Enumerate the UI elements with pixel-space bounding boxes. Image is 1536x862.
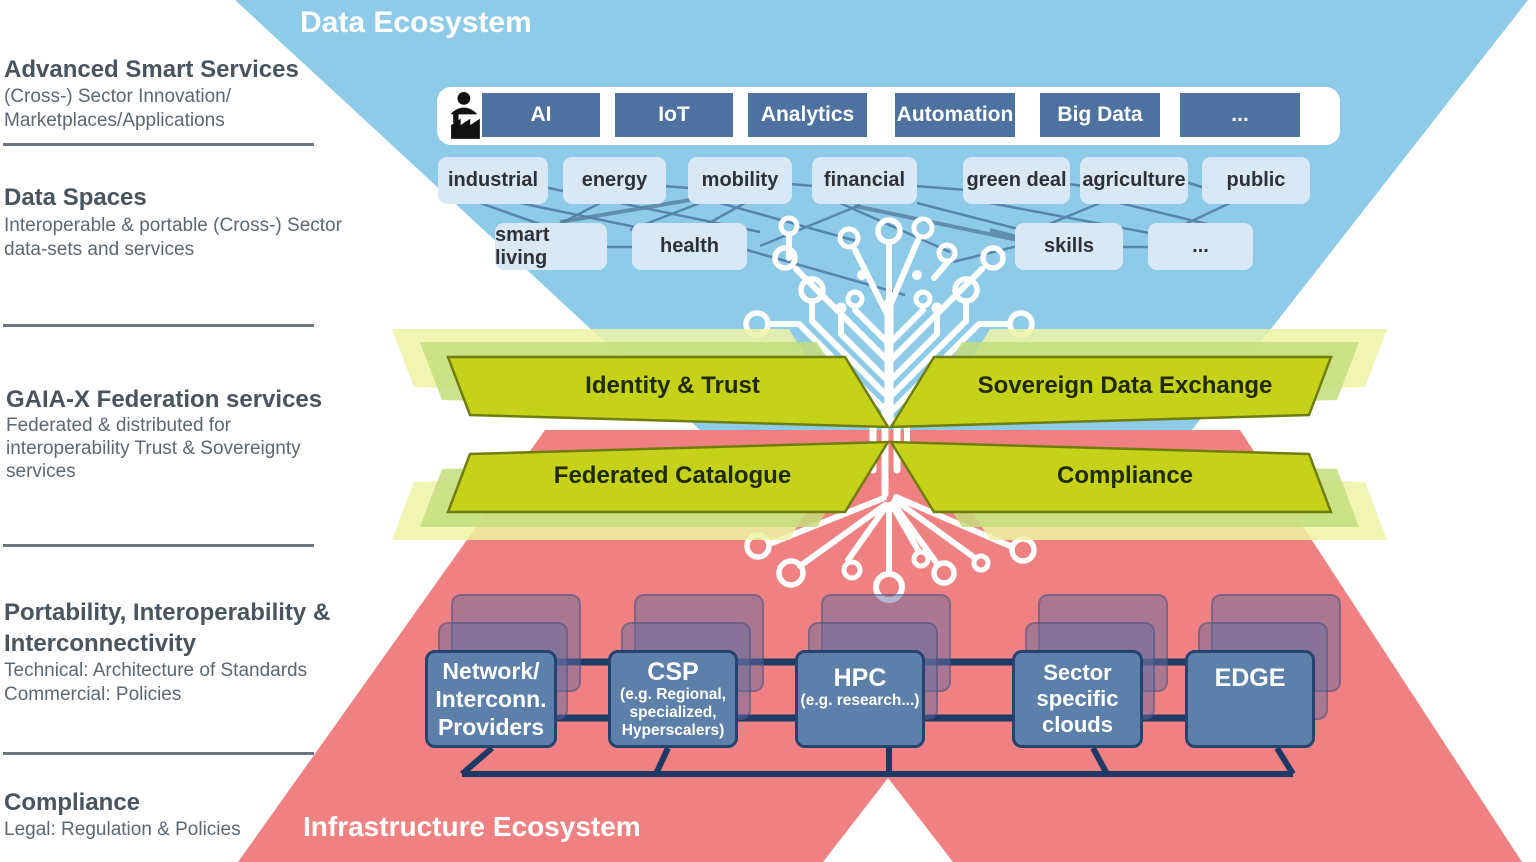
sidebar-title-compliance: Compliance [4, 789, 141, 816]
service-button-more: ... [1180, 93, 1300, 137]
bottom-notch [823, 778, 953, 862]
chip-financial: financial [812, 157, 917, 204]
service-button-ai: AI [482, 93, 600, 137]
node-hpc: HPC (e.g. research...) [795, 650, 925, 748]
chip-skills: skills [1015, 223, 1123, 270]
sidebar-text: Marketplaces/Applications [4, 110, 225, 131]
sidebar-text: data-sets and services [4, 239, 195, 260]
node-network-interconn-providers: Network/ Interconn. Providers [425, 650, 557, 748]
banner-sovereign-data-exchange [888, 355, 1333, 429]
banner-identity-trust [446, 355, 891, 429]
service-button-automation: Automation [895, 93, 1015, 137]
chip-agriculture: agriculture [1080, 157, 1188, 204]
service-button-analytics: Analytics [748, 93, 867, 137]
sidebar-text: Legal: Regulation & Policies [4, 819, 241, 840]
sidebar-text: interoperability Trust & Sovereignty [6, 438, 301, 459]
sidebar-divider [3, 324, 314, 327]
node-csp: CSP (e.g. Regional, specialized, Hypersc… [608, 650, 738, 748]
sidebar-text: (Cross-) Sector Innovation/ [4, 86, 232, 107]
smart-services-bar: AI IoT Analytics Automation Big Data ... [437, 87, 1340, 145]
chip-smart-living: smart living [495, 223, 607, 270]
banner-label-identity-trust: Identity & Trust [585, 372, 760, 399]
sidebar-text: services [6, 461, 76, 482]
sidebar-text: Technical: Architecture of Standards [4, 660, 308, 681]
chip-health: health [632, 223, 747, 270]
sidebar-text: Interoperable & portable (Cross-) Sector [4, 215, 342, 236]
sidebar-title-portability: Portability, Interoperability & [4, 599, 331, 626]
service-button-iot: IoT [615, 93, 733, 137]
chip-mobility: mobility [688, 157, 792, 204]
sidebar-divider [3, 143, 314, 146]
sidebar-text: Federated & distributed for [6, 415, 231, 436]
chip-green-deal: green deal [963, 157, 1070, 204]
chip-energy: energy [563, 157, 666, 204]
sidebar-divider [3, 544, 314, 547]
chip-more: ... [1148, 223, 1253, 270]
sidebar-title-portability-line2: Interconnectivity [4, 630, 197, 657]
service-button-big-data: Big Data [1040, 93, 1160, 137]
banner-compliance [888, 440, 1333, 514]
sidebar-divider [3, 752, 314, 755]
banner-label-federated-catalogue: Federated Catalogue [553, 462, 792, 489]
data-ecosystem-label: Data Ecosystem [300, 6, 532, 39]
sidebar-title-gaiax-federation-services: GAIA-X Federation services [6, 386, 323, 413]
person-factory-icon [451, 92, 480, 139]
banner-label-sovereign-data-exchange: Sovereign Data Exchange [977, 372, 1273, 399]
federation-banners [392, 329, 1387, 540]
sidebar-text: Commercial: Policies [4, 684, 182, 705]
sidebar-title-data-spaces: Data Spaces [4, 184, 147, 211]
chip-industrial: industrial [438, 157, 548, 204]
banner-federated-catalogue [446, 440, 891, 514]
sidebar-title-advanced-smart-services: Advanced Smart Services [4, 56, 299, 83]
node-edge: EDGE [1185, 650, 1315, 748]
banner-label-compliance: Compliance [1056, 462, 1194, 489]
node-sector-specific-clouds: Sector specific clouds [1012, 650, 1143, 748]
chip-public: public [1202, 157, 1310, 204]
circuit-tree-icon [743, 215, 1037, 603]
infrastructure-ecosystem-label: Infrastructure Ecosystem [303, 811, 641, 842]
